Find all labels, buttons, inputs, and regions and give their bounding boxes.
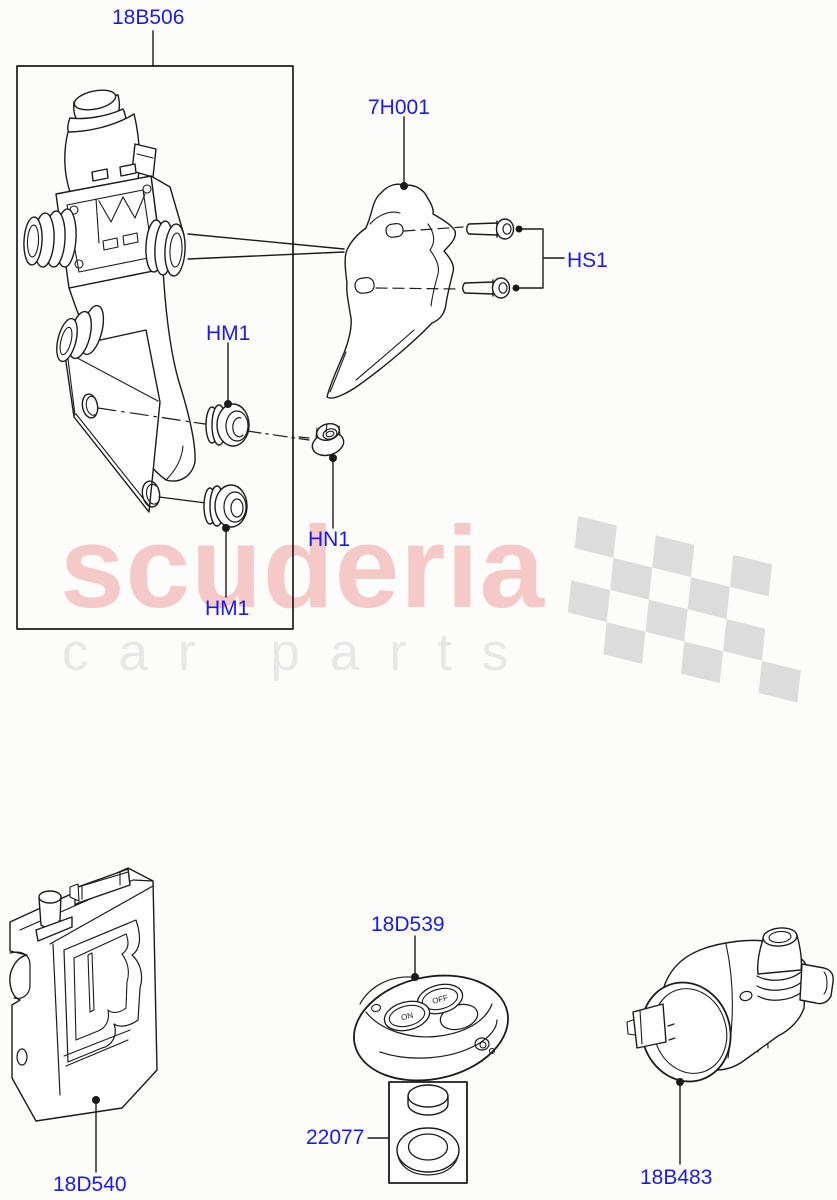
valve-assembly-group-box — [16, 30, 294, 630]
grommet-lower-drawing — [158, 484, 248, 598]
part-label-HN1[interactable]: HN1 — [308, 528, 351, 551]
leader-line-HS1 — [515, 228, 565, 289]
part-label-HS1[interactable]: HS1 — [567, 249, 608, 272]
screws-drawing — [462, 218, 565, 299]
water-pump-drawing — [626, 927, 834, 1165]
watermark-brand-text: scuderia — [60, 502, 546, 632]
part-label-7H001[interactable]: 7H001 — [368, 96, 430, 119]
part-label-18D539[interactable]: 18D539 — [371, 913, 445, 936]
part-label-HM1-lower[interactable]: HM1 — [205, 597, 250, 620]
grommet-upper-drawing — [97, 342, 310, 447]
part-label-18D540[interactable]: 18D540 — [53, 1173, 127, 1196]
fob-button-labels: ON OFF — [400, 993, 449, 1022]
watermark-checkered-flag-icon — [567, 516, 801, 703]
watermark-tagline-text: car parts — [62, 623, 539, 682]
battery-kit-drawing — [367, 1081, 468, 1184]
heat-shield-drawing — [326, 116, 464, 399]
flanged-nut-drawing — [298, 422, 345, 529]
wedge-pointer-lines — [187, 233, 345, 260]
part-label-18B483[interactable]: 18B483 — [640, 1166, 713, 1189]
remote-fob-drawing — [353, 935, 509, 1082]
part-label-18B506[interactable]: 18B506 — [112, 6, 185, 29]
water-valve-assembly-drawing — [23, 89, 196, 513]
part-label-HM1-upper[interactable]: HM1 — [206, 322, 251, 345]
fob-off-button-label: OFF — [431, 993, 449, 1006]
control-module-drawing — [9, 867, 158, 1173]
fob-on-button-label: ON — [400, 1011, 414, 1023]
part-label-22077[interactable]: 22077 — [306, 1126, 365, 1149]
